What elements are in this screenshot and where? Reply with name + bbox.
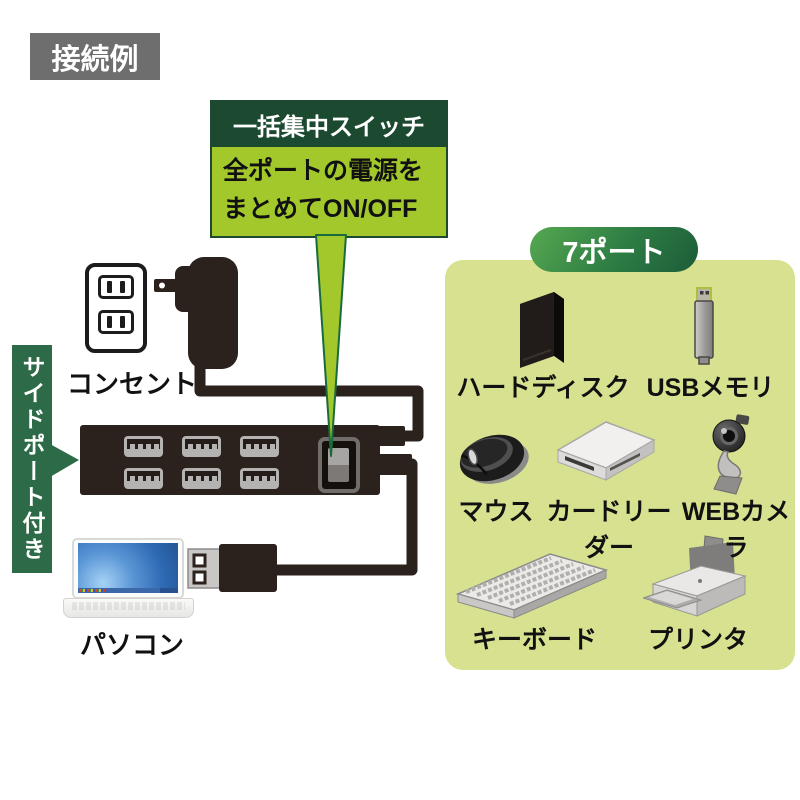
laptop-keyboard-base bbox=[63, 598, 194, 618]
port-count-badge: 7ポート bbox=[530, 227, 698, 272]
usb-port bbox=[240, 468, 279, 489]
usb-memory-icon bbox=[694, 287, 714, 365]
outlet-slot bbox=[107, 281, 112, 293]
printer-label: プリンタ bbox=[647, 626, 748, 654]
diagram-title: 接続例 bbox=[51, 43, 139, 76]
outlet-socket bbox=[98, 310, 134, 334]
pc-label: パソコン bbox=[79, 630, 184, 660]
callout-body-line2: まとめてON/OFF bbox=[223, 195, 418, 223]
laptop-keys bbox=[72, 602, 185, 610]
usb-plug-icon bbox=[187, 544, 277, 592]
callout-body: 全ポートの電源を まとめてON/OFF bbox=[212, 147, 446, 236]
port-count-text: 7ポート bbox=[562, 236, 666, 269]
laptop-icon bbox=[72, 538, 184, 599]
dc-connector bbox=[378, 426, 405, 446]
usb-memory-label: USBメモリ bbox=[646, 374, 775, 402]
power-switch-rocker bbox=[328, 448, 349, 482]
mouse-icon bbox=[459, 434, 529, 484]
printer-icon bbox=[643, 535, 747, 617]
webcam-label: WEBカメラ bbox=[681, 498, 791, 562]
side-port-banner: サイドポート付き bbox=[12, 345, 52, 573]
laptop-screen bbox=[78, 543, 178, 593]
callout-body-line1: 全ポートの電源を bbox=[223, 157, 424, 185]
card-reader-icon bbox=[556, 421, 656, 481]
usb-port bbox=[182, 468, 221, 489]
outlet-slot bbox=[120, 281, 125, 293]
keyboard-label: キーボード bbox=[471, 626, 597, 654]
taskbar-tray bbox=[160, 588, 178, 593]
wall-outlet-icon bbox=[85, 263, 147, 353]
keyboard-icon bbox=[455, 553, 609, 619]
ac-adapter-icon bbox=[154, 257, 238, 369]
laptop-taskbar bbox=[78, 588, 178, 593]
power-switch bbox=[318, 437, 360, 493]
mouse-label: マウス bbox=[458, 498, 534, 526]
usb-port bbox=[182, 436, 221, 457]
hard-disk-icon bbox=[520, 292, 564, 368]
usb-hub bbox=[80, 425, 380, 495]
usb-port bbox=[124, 436, 163, 457]
usb-port bbox=[124, 468, 163, 489]
taskbar-icons bbox=[79, 589, 105, 592]
usb-port bbox=[240, 436, 279, 457]
dc-cable bbox=[194, 356, 424, 442]
side-port-arrow bbox=[50, 444, 79, 477]
outlet-slot bbox=[120, 316, 125, 328]
diagram-title-tag: 接続例 bbox=[30, 33, 160, 80]
callout-header: 一括集中スイッチ bbox=[212, 102, 446, 147]
usb-connector bbox=[378, 454, 412, 475]
outlet-socket bbox=[98, 275, 134, 299]
outlet-slot bbox=[107, 316, 112, 328]
card-reader-label: カードリーダー bbox=[546, 498, 672, 562]
hard-disk-label: ハードディスク bbox=[456, 374, 630, 402]
outlet-label: コンセント bbox=[66, 369, 197, 399]
switch-callout: 一括集中スイッチ 全ポートの電源を まとめてON/OFF bbox=[210, 100, 448, 238]
webcam-icon bbox=[712, 414, 750, 495]
